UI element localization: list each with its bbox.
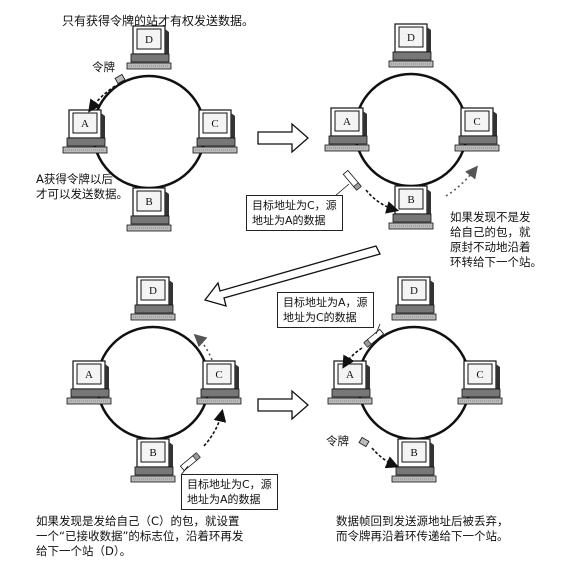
computer-station-d: D (391, 276, 437, 321)
callout-line2: 地址为A的数据 (187, 493, 261, 506)
station-label: C (211, 118, 218, 130)
panel3-note-line2: 一个“已接收数据”的标志位，沿着环再发 (36, 529, 244, 543)
panel4-note-line2: 而令牌再沿着环传递给下一个站。 (336, 529, 509, 543)
panel2-note-line2: 给自己的包，就 (450, 225, 531, 239)
station-label: D (149, 285, 157, 297)
panel2-note-line4: 环转给下一个站。 (450, 255, 542, 269)
callout-leader-panel2 (334, 183, 350, 197)
computer-station-c: C (457, 360, 503, 405)
transition-arrow-3 (257, 389, 309, 421)
transition-arrow-1 (257, 122, 309, 154)
computer-station-a: A (324, 107, 370, 152)
panel2-note-line1: 如果发现不是发 (450, 210, 531, 224)
station-label: A (346, 369, 354, 381)
packet-icon-panel2 (342, 169, 362, 191)
station-label: C (215, 369, 222, 381)
computer-station-b: B (130, 438, 176, 483)
callout-line2: 地址为C的数据 (283, 311, 357, 324)
station-label: C (473, 116, 480, 128)
computer-station-c: C (196, 360, 242, 405)
station-label: A (81, 118, 89, 130)
computer-station-b: B (126, 187, 172, 232)
token-icon-panel1 (114, 73, 126, 85)
forward-arrow-panel3 (193, 333, 213, 361)
panel3-note-line3: 给下一个站（D）。 (36, 544, 132, 558)
data-callout-panel2: 目标地址为C，源 地址为A的数据 (246, 195, 343, 231)
computer-station-d: D (130, 276, 176, 321)
station-label: C (476, 369, 483, 381)
panel1-note-line1: A获得令牌以后 (36, 172, 113, 186)
station-label: B (149, 447, 156, 459)
packet-arrow-panel2 (365, 189, 400, 214)
station-label: D (407, 32, 415, 44)
computer-station-d: D (388, 23, 434, 68)
diagram-title: 只有获得令牌的站才有权发送数据。 (62, 14, 255, 28)
callout-line1: 目标地址为A，源 (283, 296, 368, 309)
panel4-note-line1: 数据帧回到发送源地址后被丢弃， (336, 514, 509, 528)
panel2-note-line3: 原封不动地沿着 (450, 240, 531, 254)
callout-leader-panel3 (180, 465, 189, 476)
data-callout-panel3: 目标地址为C，源 地址为A的数据 (181, 474, 278, 510)
station-label: B (145, 196, 152, 208)
computer-station-a: A (62, 109, 108, 154)
token-label-panel4: 令牌 (326, 434, 349, 448)
panel3-note-line1: 如果发现是发给自己（C）的包，就设置 (36, 514, 240, 528)
computer-station-b: B (391, 438, 437, 483)
token-label-panel1: 令牌 (92, 60, 115, 74)
station-label: D (145, 34, 153, 46)
station-label: A (343, 116, 351, 128)
station-label: A (85, 369, 93, 381)
token-arrow-panel4 (371, 447, 399, 469)
data-callout-panel4: 目标地址为A，源 地址为C的数据 (277, 292, 374, 328)
callout-leader-panel4 (375, 323, 381, 335)
callout-line2: 地址为A的数据 (252, 214, 326, 227)
computer-station-a: A (66, 360, 112, 405)
transition-arrow-2 (203, 245, 381, 307)
packet-arrow-panel4 (342, 347, 363, 369)
computer-station-b: B (388, 185, 434, 230)
callout-line1: 目标地址为C，源 (252, 199, 337, 212)
callout-line1: 目标地址为C，源 (187, 478, 272, 491)
station-label: D (410, 285, 418, 297)
ring-panel2 (353, 72, 469, 188)
packet-arrow-panel3 (203, 408, 227, 447)
ring-panel3 (95, 325, 211, 441)
ring-panel4 (356, 325, 472, 441)
packet-icon-panel4 (363, 328, 385, 348)
token-icon-panel4 (358, 436, 370, 448)
token-arrow-panel1 (88, 85, 116, 113)
station-label: B (410, 447, 417, 459)
computer-station-a: A (327, 360, 373, 405)
forward-arrow-panel2 (445, 165, 478, 197)
panel1-note-line2: 才可以发送数据。 (36, 187, 128, 201)
computer-station-c: C (454, 107, 500, 152)
computer-station-d: D (126, 25, 172, 70)
station-label: B (407, 194, 414, 206)
computer-station-c: C (192, 109, 238, 154)
packet-icon-panel3 (179, 452, 201, 472)
